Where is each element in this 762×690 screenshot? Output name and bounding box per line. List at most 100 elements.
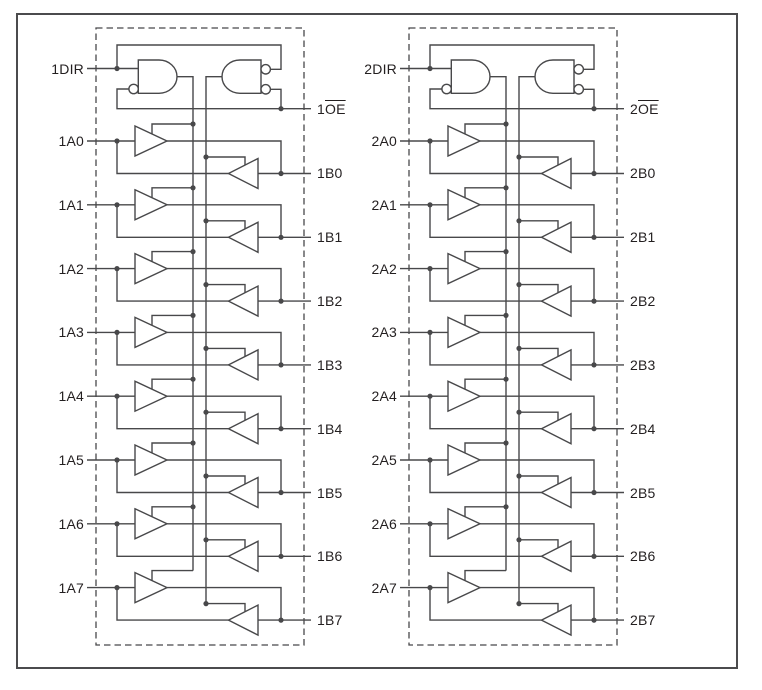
b-buffer-output-wire — [116, 141, 229, 175]
junction-dot — [591, 106, 597, 112]
junction-dot — [190, 376, 196, 382]
and-gate-dir — [450, 59, 491, 94]
junction-dot — [114, 393, 120, 399]
junction-dot — [591, 234, 597, 240]
a-buffer-output-wire — [480, 523, 595, 557]
junction-dot — [190, 185, 196, 191]
enable-rail-b-to-a — [205, 76, 222, 604]
port-label-2a4: 2A4 — [371, 388, 397, 404]
b-buffer-enable-stub — [206, 602, 246, 612]
port-label-2b1: 2B1 — [630, 229, 656, 245]
a-buffer-output-wire — [480, 140, 595, 174]
a-buffer-output-wire — [480, 586, 595, 621]
buffer-a-to-b — [447, 252, 482, 285]
junction-dot — [114, 266, 120, 272]
b-buffer-enable-stub — [206, 347, 246, 357]
port-label-1b7: 1B7 — [317, 612, 343, 628]
port-label-2oe: 2OE — [630, 102, 659, 116]
buffer-a-to-b — [134, 507, 169, 540]
junction-dots — [114, 65, 284, 623]
buffer-b-to-a — [226, 412, 259, 445]
a-buffer-output-wire — [167, 523, 282, 557]
port-label-2a0: 2A0 — [371, 133, 397, 149]
buffer-a-to-b — [134, 316, 169, 349]
b-buffer-output-wire — [116, 460, 229, 494]
junction-dot — [427, 65, 433, 72]
a-buffer-enable-stub — [464, 123, 506, 134]
buffer-b-to-a — [539, 348, 572, 382]
junction-dot — [503, 312, 509, 318]
junction-dot — [427, 202, 433, 208]
buffer-b-to-a — [539, 476, 572, 509]
inverter-bubble — [260, 83, 272, 95]
junction-dot — [591, 362, 597, 368]
junction-dot — [591, 298, 597, 304]
inverter-bubble — [260, 63, 272, 75]
junction-dot — [516, 282, 522, 288]
port-label-1a1: 1A1 — [58, 197, 84, 213]
junction-dot — [278, 362, 284, 368]
oe-wire — [116, 88, 311, 110]
junction-dot — [427, 393, 433, 399]
port-label-2b4: 2B4 — [630, 421, 656, 437]
inverter-bubble — [441, 83, 452, 95]
b-buffer-output-wire — [429, 268, 542, 302]
dir-crossover-wire — [116, 44, 282, 70]
inverter-bubble — [128, 83, 140, 95]
junction-dot — [516, 537, 522, 543]
a-buffer-output-wire — [167, 140, 282, 174]
junction-dot — [190, 440, 196, 446]
a-buffer-enable-stub — [151, 378, 193, 390]
junction-dot — [516, 601, 522, 607]
port-label-2b5: 2B5 — [630, 485, 656, 501]
buffer-b-to-a — [226, 157, 259, 190]
buffer-a-to-b — [134, 571, 169, 604]
a-buffer-output-wire — [167, 459, 282, 493]
b-buffer-output-wire — [429, 523, 542, 557]
junction-dot — [190, 504, 196, 510]
b-buffer-output-wire — [116, 396, 229, 430]
junction-dot — [203, 154, 209, 160]
port-label-2b6: 2B6 — [630, 548, 656, 564]
buffer-b-to-a — [226, 540, 259, 573]
port-label-1b6: 1B6 — [317, 548, 343, 564]
junction-dot — [114, 457, 120, 463]
junction-dot — [114, 329, 120, 335]
buffer-a-to-b — [447, 124, 482, 158]
junction-dot — [203, 473, 209, 479]
outer-frame — [16, 13, 738, 669]
b-buffer-output-wire — [116, 332, 229, 366]
junction-dot — [114, 65, 120, 72]
gates-and-buffers — [128, 59, 272, 637]
oe-wire — [429, 88, 624, 110]
port-label-1b0: 1B0 — [317, 165, 343, 181]
b-buffer-output-wire — [429, 204, 542, 238]
junction-dots — [427, 65, 597, 623]
junction-dot — [278, 617, 284, 623]
junction-dot — [278, 426, 284, 432]
buffer-a-to-b — [447, 316, 482, 349]
buffer-a-to-b — [447, 380, 482, 413]
inverter-bubble — [573, 83, 585, 95]
a-buffer-enable-stub — [151, 442, 193, 453]
b-buffer-enable-stub — [206, 156, 246, 166]
buffer-b-to-a — [539, 221, 572, 254]
port-label-1a0: 1A0 — [58, 133, 84, 149]
a-buffer-output-wire — [480, 204, 595, 238]
junction-dot — [278, 234, 284, 240]
oe-overlined-text: OE — [325, 101, 346, 117]
junction-dot — [503, 121, 509, 127]
junction-dot — [278, 298, 284, 304]
a-buffer-enable-stub — [464, 442, 506, 453]
port-label-1a6: 1A6 — [58, 516, 84, 532]
port-label-1a7: 1A7 — [58, 580, 84, 596]
buffer-a-to-b — [134, 380, 169, 413]
b-buffer-enable-stub — [519, 220, 559, 229]
buffer-a-to-b — [447, 507, 482, 540]
oe-prefix: 1 — [317, 101, 325, 117]
buffer-b-to-a — [539, 540, 572, 573]
junction-dot — [516, 409, 522, 415]
buffer-b-to-a — [226, 348, 259, 382]
buffer-a-to-b — [134, 252, 169, 285]
